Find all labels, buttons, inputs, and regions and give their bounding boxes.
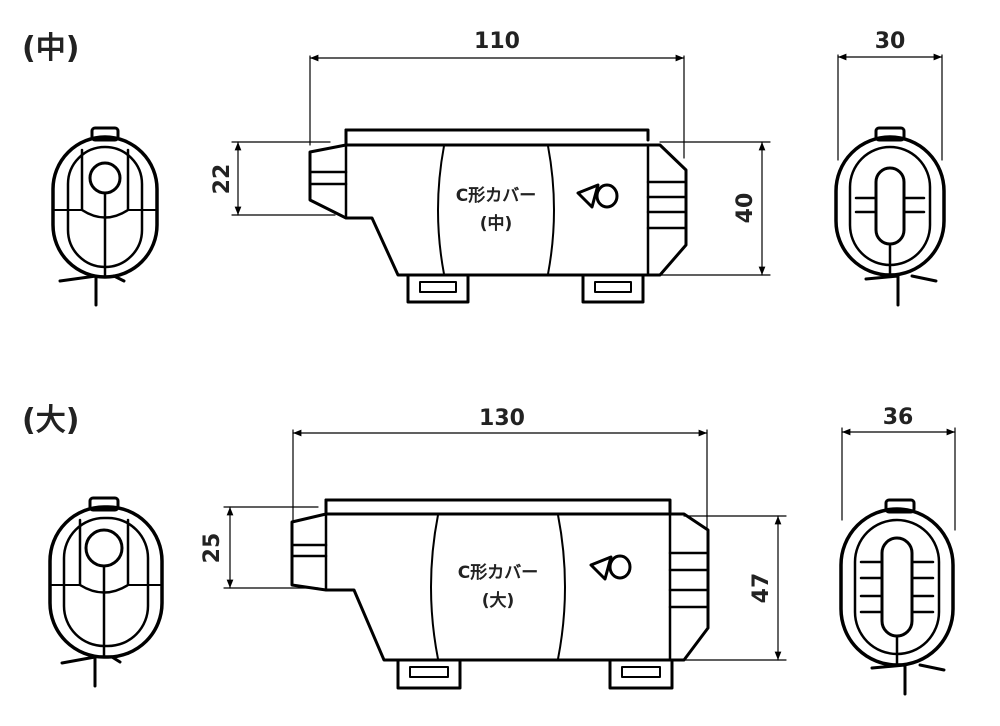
- left-end-view: [51, 126, 159, 307]
- right-end-view: 30: [834, 29, 946, 307]
- section-large: (大) 130 25: [22, 403, 956, 696]
- section-label: (大): [22, 403, 79, 438]
- left-end-view: [48, 496, 164, 688]
- depth-dimension: 30: [875, 29, 906, 54]
- section-medium: (中) 110 22: [22, 29, 946, 307]
- depth-dimension: 36: [883, 405, 914, 430]
- width-dimension: 130: [479, 406, 525, 431]
- product-size: (中): [480, 213, 513, 234]
- height-dimension: 47: [749, 573, 774, 604]
- product-name: C形カバー: [456, 185, 536, 206]
- front-view: 130 25 47: [200, 406, 787, 690]
- product-size: (大): [482, 590, 515, 611]
- right-end-view: 36: [839, 405, 956, 696]
- product-name: C形カバー: [458, 562, 538, 583]
- inlet-dimension: 25: [200, 533, 225, 564]
- height-dimension: 40: [733, 193, 758, 224]
- front-view: 110 22 40: [210, 29, 771, 304]
- section-label: (中): [22, 31, 79, 66]
- width-dimension: 110: [474, 29, 520, 54]
- inlet-dimension: 22: [210, 164, 235, 195]
